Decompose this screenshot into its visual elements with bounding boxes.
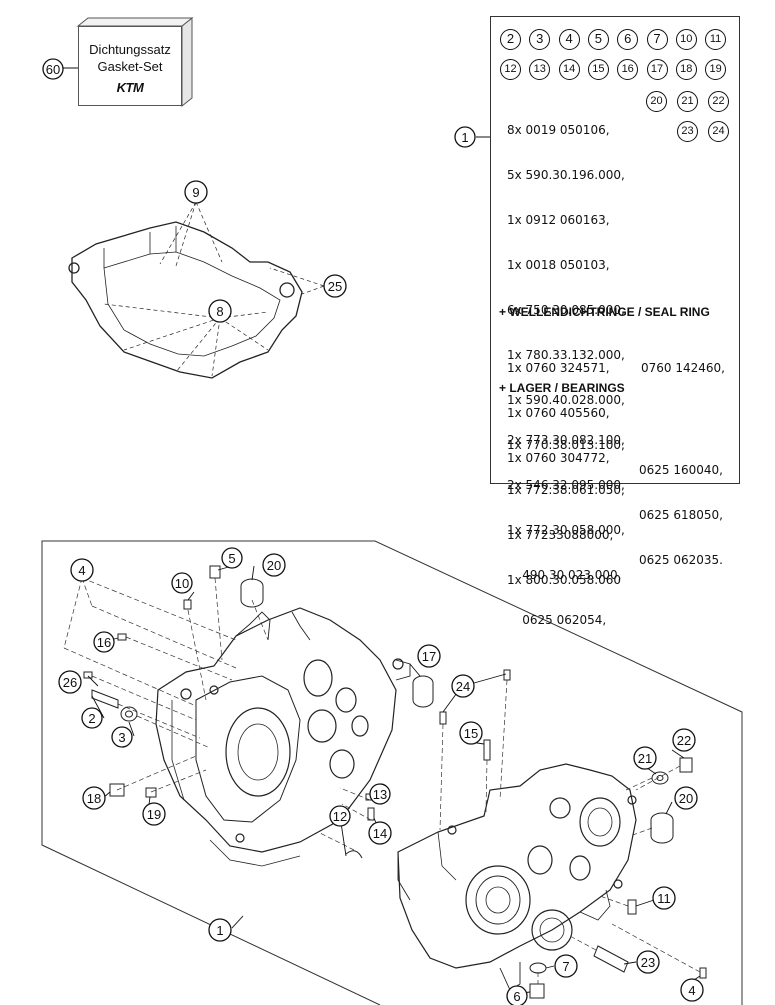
- parts-list-line: 1x 800.30.058.060: [507, 573, 621, 587]
- callout-label: 2: [88, 711, 95, 726]
- part-number-badge: 11: [705, 29, 727, 50]
- callout-label: 19: [147, 807, 161, 822]
- crankcase-frame: [41, 540, 743, 1005]
- callout-label: 13: [373, 787, 387, 802]
- part-number-badge: 17: [646, 59, 668, 80]
- callout-label: 24: [456, 679, 470, 694]
- callout-label: 15: [464, 726, 478, 741]
- part-number-badge: 7: [646, 29, 668, 50]
- bearing-list-line: 2x 546.32.095.000,: [507, 478, 625, 492]
- left-crankcase-half: [155, 607, 411, 867]
- callout-label: 60: [46, 62, 60, 77]
- bearing-list-right: 0625 160040, 0625 618050, 0625 062035.: [639, 433, 723, 598]
- callout-label: 5: [228, 551, 235, 566]
- callout-label: 21: [638, 751, 652, 766]
- part-number-badge: 13: [529, 59, 551, 80]
- gasket-kit-label: Dichtungssatz Gasket-Set KTM: [78, 26, 182, 106]
- callout-label: 1: [216, 923, 223, 938]
- parts-list-line: 8x 0019 050106,: [507, 123, 610, 137]
- parts-list: 8x 0019 050106, 5x 590.30.196.000, 1x 09…: [507, 93, 625, 618]
- callout-label: 7: [562, 959, 569, 974]
- bearings-heading: + LAGER / BEARINGS: [499, 381, 625, 395]
- part-number-badge: 6: [617, 29, 639, 50]
- part-number-badge: 3: [529, 29, 551, 50]
- callout-label: 12: [333, 809, 347, 824]
- seal-list-line: 1x 0760 304772,: [507, 451, 610, 465]
- callout-label: 16: [97, 635, 111, 650]
- callout-label: 1: [461, 130, 468, 145]
- parts-list-line: 1x 772.38.061.050,: [507, 483, 625, 497]
- seal-ring-heading: + WELLENDICHTRINGE / SEAL RING: [499, 305, 710, 319]
- callout-label: 8: [216, 304, 223, 319]
- gasket-kit-title-en: Gasket-Set: [97, 59, 163, 74]
- part-number-badge: 20: [646, 91, 667, 112]
- bearing-list-line: 2x 773.30.082.100,: [507, 433, 625, 447]
- callout-label: 4: [688, 983, 695, 998]
- parts-list-line: 1x 780.33.132.000,: [507, 348, 625, 362]
- right-crankcase-half: [397, 763, 637, 991]
- part-number-badge: 2: [500, 29, 521, 50]
- part-number-badge: 12: [500, 59, 521, 80]
- bearing-list-line: 490.30.023.000,: [507, 568, 622, 582]
- callout-label: 3: [118, 730, 125, 745]
- part-number-badge: 15: [587, 59, 609, 80]
- part-number-badge: 16: [617, 59, 639, 80]
- part-number-badge: 18: [675, 59, 697, 80]
- parts-list-line: 1x 0912 060163,: [507, 213, 610, 227]
- part-number-badge: 10: [675, 29, 697, 50]
- callout-label: 18: [87, 791, 101, 806]
- bearing-list: 2x 773.30.082.100, 2x 546.32.095.000, 1x…: [507, 403, 625, 658]
- bearing-list-line: 1x 772.30.058.000,: [507, 523, 625, 537]
- parts-list-line: 1x 77233088000,: [507, 528, 614, 542]
- parts-list-line: 6x 750.30.085.000,: [507, 303, 625, 317]
- callout-label: 26: [63, 675, 77, 690]
- part-number-badge: 24: [708, 121, 729, 142]
- bearing-list-line: 0625 618050,: [639, 508, 723, 522]
- callout-label: 9: [192, 185, 199, 200]
- part-number-badge: 4: [558, 29, 580, 50]
- bearing-list-line: 0625 062054,: [507, 613, 607, 627]
- callout-label: 4: [78, 563, 85, 578]
- part-number-badge: 19: [705, 59, 727, 80]
- callout-label: 10: [175, 576, 189, 591]
- callout-label: 14: [373, 826, 387, 841]
- part-number-badge: 21: [677, 91, 698, 112]
- parts-list-line: 1x 590.40.028.000,: [507, 393, 625, 407]
- seal-list-extra: 0760 142460,: [641, 361, 725, 375]
- cover-gasket-drawing: [68, 201, 325, 379]
- callout-label: 20: [267, 558, 281, 573]
- callout-label: 11: [657, 891, 671, 906]
- part-number-badge: 5: [587, 29, 609, 50]
- bearing-list-line: 0625 160040,: [639, 463, 723, 477]
- bearing-list-line: 0625 062035.: [639, 553, 723, 567]
- callout-label: 22: [677, 733, 691, 748]
- callout-label: 17: [422, 649, 436, 664]
- callout-label: 20: [679, 791, 693, 806]
- callout-label: 25: [328, 279, 342, 294]
- gasket-kit-title-de: Dichtungssatz: [89, 42, 171, 57]
- parts-list-line: 1x 0018 050103,: [507, 258, 610, 272]
- ktm-logo: KTM: [116, 80, 144, 95]
- callout-label: 6: [513, 989, 520, 1004]
- part-number-badge: 23: [677, 121, 698, 142]
- seal-ring-list: 1x 0760 324571, 1x 0760 405560, 1x 0760 …: [507, 331, 610, 496]
- parts-list-line: 5x 590.30.196.000,: [507, 168, 625, 182]
- parts-list-line: 1x 770.38.013.100,: [507, 438, 625, 452]
- part-number-badge: 22: [708, 91, 729, 112]
- part-number-badge: 14: [558, 59, 580, 80]
- seal-list-line: 1x 0760 405560,: [507, 406, 610, 420]
- callout-circles: [42, 58, 704, 1005]
- seal-list-line: 1x 0760 324571,: [507, 361, 610, 375]
- assembly-lines: [63, 577, 701, 984]
- callout-label: 23: [641, 955, 655, 970]
